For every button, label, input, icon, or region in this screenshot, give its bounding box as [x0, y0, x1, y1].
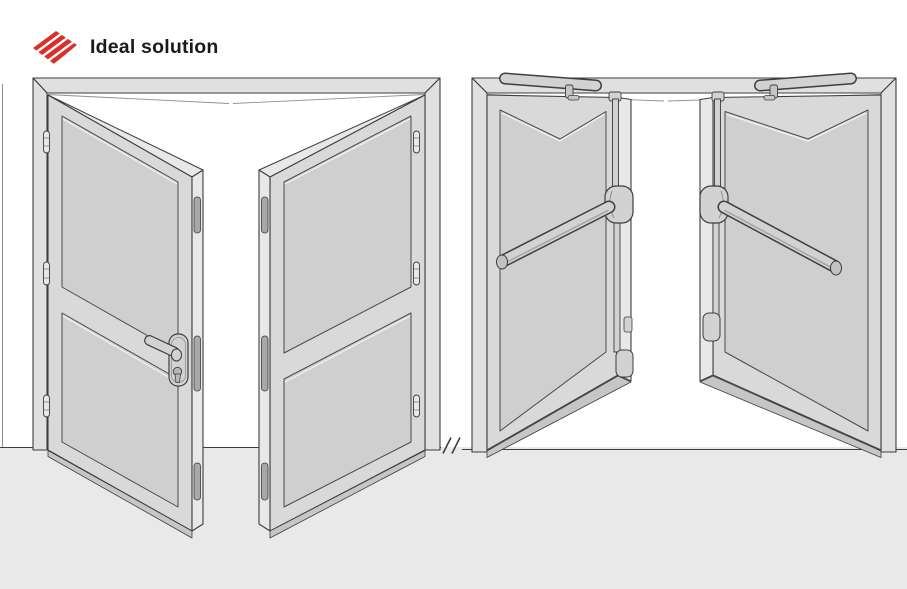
- hinge: [43, 130, 50, 154]
- hinge: [413, 394, 420, 418]
- vertical-rod-upper: [612, 98, 619, 190]
- logo-stripe-group: [33, 30, 77, 64]
- door-bottom-edge: [486, 375, 632, 458]
- panic-bar-device: [496, 185, 634, 270]
- panic-bar-device: [699, 185, 842, 276]
- panel-bevel-highlight: [726, 112, 867, 142]
- lever-handle-assembly: [144, 333, 189, 387]
- closer-body: [755, 74, 856, 90]
- door-bottom-edge: [47, 450, 193, 539]
- hinge: [43, 394, 50, 418]
- cylinder-tail: [174, 373, 181, 383]
- interior-right-door: [699, 72, 882, 458]
- page-title: Ideal solution: [90, 36, 219, 58]
- door-closer: [499, 72, 602, 101]
- door-frame-right-jamb: [880, 77, 897, 453]
- strike-plate: [261, 335, 269, 392]
- door-lower-panel: [61, 312, 179, 508]
- door-panel: [724, 109, 869, 432]
- push-bar: [498, 202, 614, 266]
- vertical-rod-lower: [613, 219, 621, 353]
- hinge-set: [413, 130, 420, 418]
- vertical-rod-lower: [712, 219, 720, 316]
- panel-bevel-highlight: [62, 118, 178, 383]
- push-bar-shading: [724, 209, 834, 270]
- door-panel: [499, 109, 607, 432]
- rod-bottom-shoe: [702, 312, 721, 342]
- door-upper-panel: [283, 115, 412, 354]
- interior-door-pair: [471, 72, 897, 458]
- door-bottom-edge: [699, 375, 882, 458]
- brand-header: Ideal solution: [32, 28, 218, 66]
- flush-bolt-plate-top: [261, 196, 269, 234]
- rod-bottom-shoe: [615, 349, 634, 378]
- push-bar-end-cap: [496, 254, 508, 270]
- panel-bevel-highlight: [284, 118, 411, 383]
- rod-keeper: [623, 316, 633, 333]
- panel-bevel-highlight: [501, 112, 605, 142]
- exterior-door-pair: [32, 77, 441, 539]
- door-frame-right-jamb: [424, 77, 441, 451]
- hinge-knuckle-lines: [43, 137, 50, 411]
- hinge: [413, 130, 420, 154]
- hinge-knuckle-lines: [413, 137, 420, 411]
- hinge: [43, 261, 50, 286]
- door-lower-panel: [283, 312, 412, 508]
- exterior-left-door: [43, 94, 204, 539]
- push-bar-end-cap: [830, 260, 842, 276]
- wall-break-icon: [442, 437, 461, 454]
- exterior-right-door: [258, 94, 426, 539]
- door-closer: [754, 72, 857, 101]
- door-frame-header: [32, 77, 441, 94]
- door-bottom-edge: [269, 450, 426, 539]
- interior-left-door: [486, 72, 634, 458]
- lock-faceplate: [193, 335, 201, 392]
- hinge-set: [43, 130, 50, 418]
- flush-bolt-plate-bottom: [193, 462, 201, 501]
- closer-arm-elbow: [763, 95, 776, 101]
- brand-logo-stripes-icon: [33, 30, 77, 64]
- closer-arm-elbow: [567, 95, 580, 101]
- hinge: [413, 261, 420, 286]
- push-bar-shading: [503, 209, 609, 265]
- flush-bolt-plate-top: [193, 196, 201, 234]
- vertical-rod-upper: [714, 98, 721, 190]
- door-frame-left-jamb: [471, 77, 488, 453]
- closer-body: [500, 74, 601, 90]
- push-bar: [719, 202, 839, 271]
- lintel-soffit-lines: [46, 94, 426, 104]
- lever-neck: [171, 348, 182, 362]
- door-frame-left-jamb: [32, 77, 48, 451]
- flush-bolt-plate-bottom: [261, 462, 269, 501]
